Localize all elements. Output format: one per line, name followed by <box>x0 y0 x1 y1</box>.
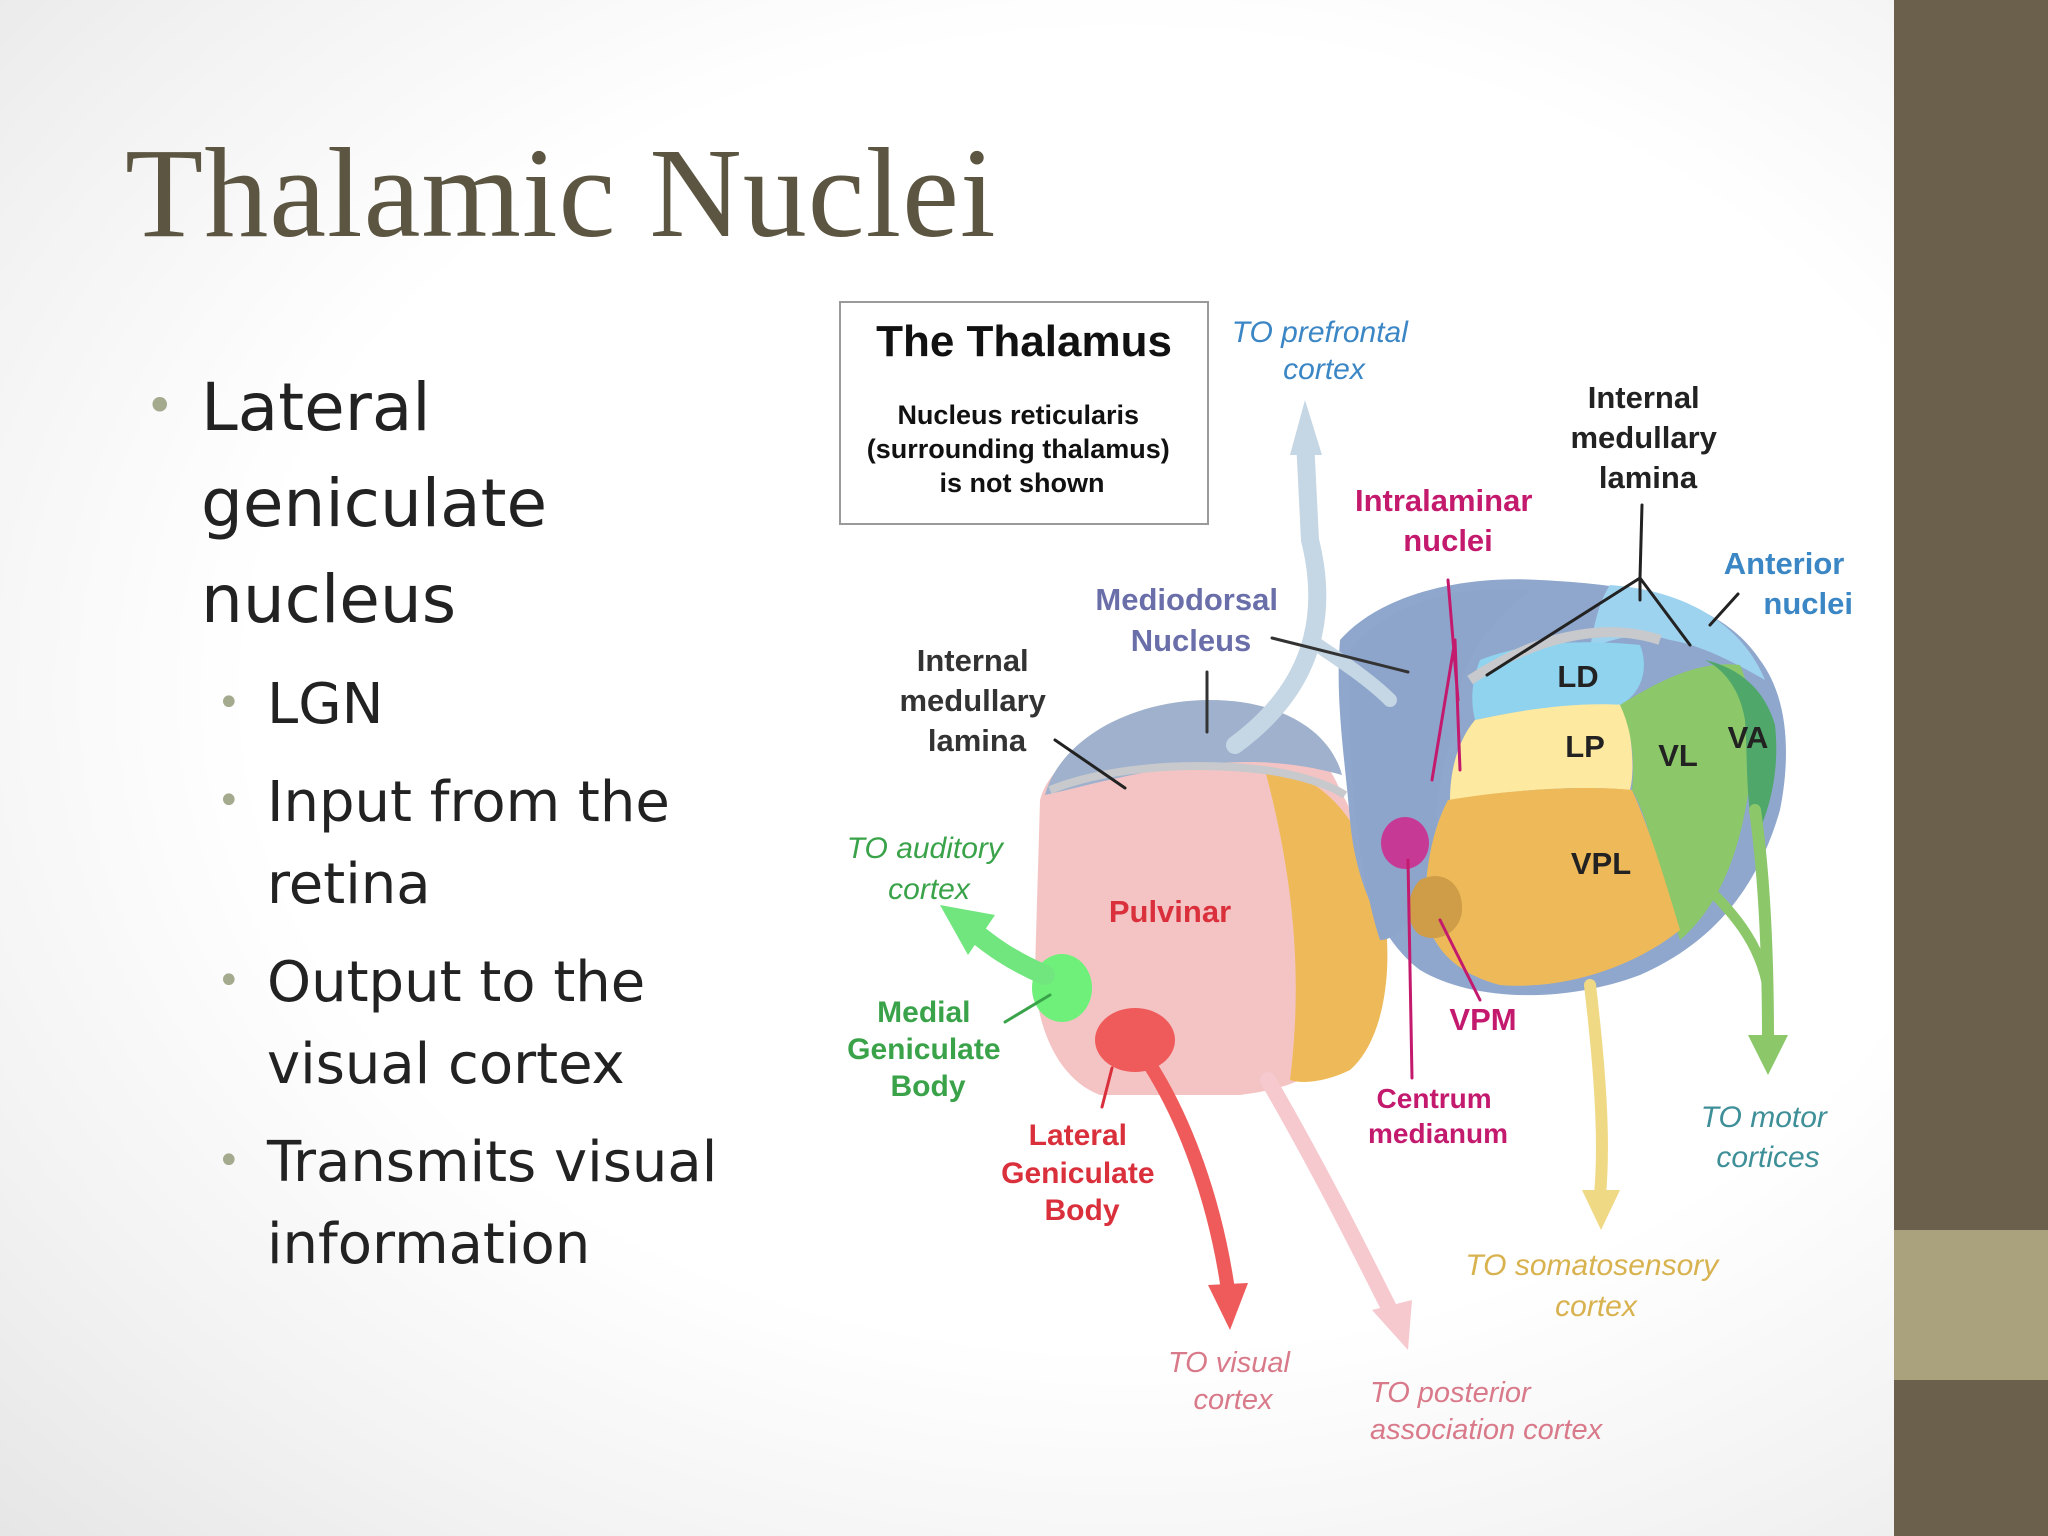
somatosensory-arrowhead-icon <box>1582 1190 1620 1230</box>
bullet-dot-icon: • <box>217 1138 241 1184</box>
va-region <box>1705 660 1777 840</box>
leader-intralaminar <box>1430 578 1462 782</box>
info-box <box>839 301 1209 525</box>
label-mediodorsal-nucleus: Mediodorsal Nucleus <box>1095 582 1286 658</box>
visual-arrowhead-icon <box>1208 1283 1248 1330</box>
lp-region <box>1450 704 1633 800</box>
leader-centrum <box>1406 858 1414 1080</box>
centrum-medianum-region <box>1381 817 1429 869</box>
sub-bullet-item: • Output to the visual cortex <box>145 942 785 1106</box>
sub-bullet-item: • Input from the retina <box>145 762 785 926</box>
label-internal-medullary-lamina-right: Internal medullary lamina <box>1570 380 1725 495</box>
bullet-dot-icon: • <box>217 680 241 726</box>
bullet-list: • Lateral geniculate nucleus • LGN • Inp… <box>145 360 785 1286</box>
label-medial-geniculate-body: Medial Geniculate Body <box>847 996 1009 1103</box>
label-ld: LD <box>1557 659 1598 694</box>
label-lateral-geniculate-body: Lateral Geniculate Body <box>1001 1119 1163 1227</box>
info-box-title: The Thalamus <box>876 317 1172 366</box>
info-box-note: Nucleus reticularis (surrounding thalamu… <box>867 400 1178 498</box>
label-to-somatosensory: TO somatosensory cortex <box>1465 1249 1726 1323</box>
vl-region <box>1620 664 1753 940</box>
leader-vpm <box>1438 918 1482 1002</box>
sub-bullet-item: • LGN <box>145 664 785 746</box>
label-internal-medullary-lamina-left: Internal medullary lamina <box>899 643 1054 758</box>
leader-mediodorsal <box>1205 636 1410 734</box>
auditory-arrowhead-icon <box>940 905 995 955</box>
label-centrum-medianum: Centrum medianum <box>1368 1083 1508 1149</box>
leader-lines <box>1003 503 1740 1109</box>
leader-anterior <box>1708 592 1740 627</box>
label-anterior-nuclei: Anterior nuclei <box>1724 546 1853 621</box>
sub-bullet-item: • Transmits visual information <box>145 1122 785 1286</box>
bullet-text: LGN <box>267 672 384 737</box>
lateral-geniculate-body <box>1095 1008 1175 1072</box>
vpl-region <box>1425 788 1680 986</box>
label-lp: LP <box>1565 729 1605 764</box>
auditory-arrow-shaft <box>962 920 1055 985</box>
bullet-text: Input from the retina <box>267 770 670 917</box>
label-intralaminar-nuclei: Intralaminar nuclei <box>1355 483 1541 558</box>
leader-lamina-right <box>1485 503 1692 677</box>
label-to-auditory: TO auditory cortex <box>847 832 1012 906</box>
label-va: VA <box>1728 720 1769 755</box>
lamina-left-band <box>1048 762 1348 799</box>
label-to-motor: TO motor cortices <box>1701 1101 1835 1174</box>
label-pulvinar: Pulvinar <box>1109 894 1231 929</box>
label-to-visual: TO visual cortex <box>1168 1347 1298 1416</box>
motor-arrow-branch <box>1695 875 1773 995</box>
leader-lamina-left <box>1053 738 1127 790</box>
anterior-nuclei-region <box>1590 585 1765 680</box>
posterior-arrow-shaft <box>1260 1072 1398 1318</box>
bullet-text: Output to the visual cortex <box>267 950 646 1097</box>
slide: Thalamic Nuclei • Lateral geniculate nuc… <box>125 122 1853 1446</box>
motor-arrowhead-icon <box>1748 1035 1788 1075</box>
label-vpm: VPM <box>1449 1002 1516 1037</box>
label-vl: VL <box>1658 738 1698 773</box>
label-to-posterior: TO posterior association cortex <box>1370 1377 1604 1446</box>
label-vpl: VPL <box>1571 846 1631 881</box>
vpm-region <box>1408 876 1463 939</box>
bullet-dot-icon: • <box>217 958 241 1004</box>
somatosensory-arrow-shaft <box>1584 979 1608 1201</box>
leader-lateral-geniculate <box>1100 1066 1114 1109</box>
posterior-arrowhead-icon <box>1372 1300 1412 1350</box>
bullet-text: Lateral geniculate nucleus <box>201 369 548 638</box>
prefrontal-arrow-branch <box>1303 633 1397 707</box>
leader-medial-geniculate <box>1003 993 1052 1024</box>
slide-title: Thalamic Nuclei <box>125 122 997 264</box>
lamina-right-band <box>1467 627 1662 685</box>
bullet-text: Transmits visual information <box>267 1130 718 1277</box>
bullet-item: • Lateral geniculate nucleus <box>145 360 785 648</box>
thalamus-diagram: The Thalamus Nucleus reticularis (surrou… <box>839 301 1853 1446</box>
ld-region <box>1472 642 1644 720</box>
prefrontal-arrowhead-icon <box>1290 400 1322 455</box>
sidebar-accent-light <box>1894 1230 2048 1380</box>
visual-arrow-shaft <box>1143 1058 1235 1297</box>
label-to-prefrontal: TO prefrontal cortex <box>1232 316 1417 386</box>
bullet-dot-icon: • <box>217 778 241 824</box>
motor-arrow-shaft <box>1749 804 1774 1046</box>
bullet-dot-icon: • <box>145 377 175 435</box>
